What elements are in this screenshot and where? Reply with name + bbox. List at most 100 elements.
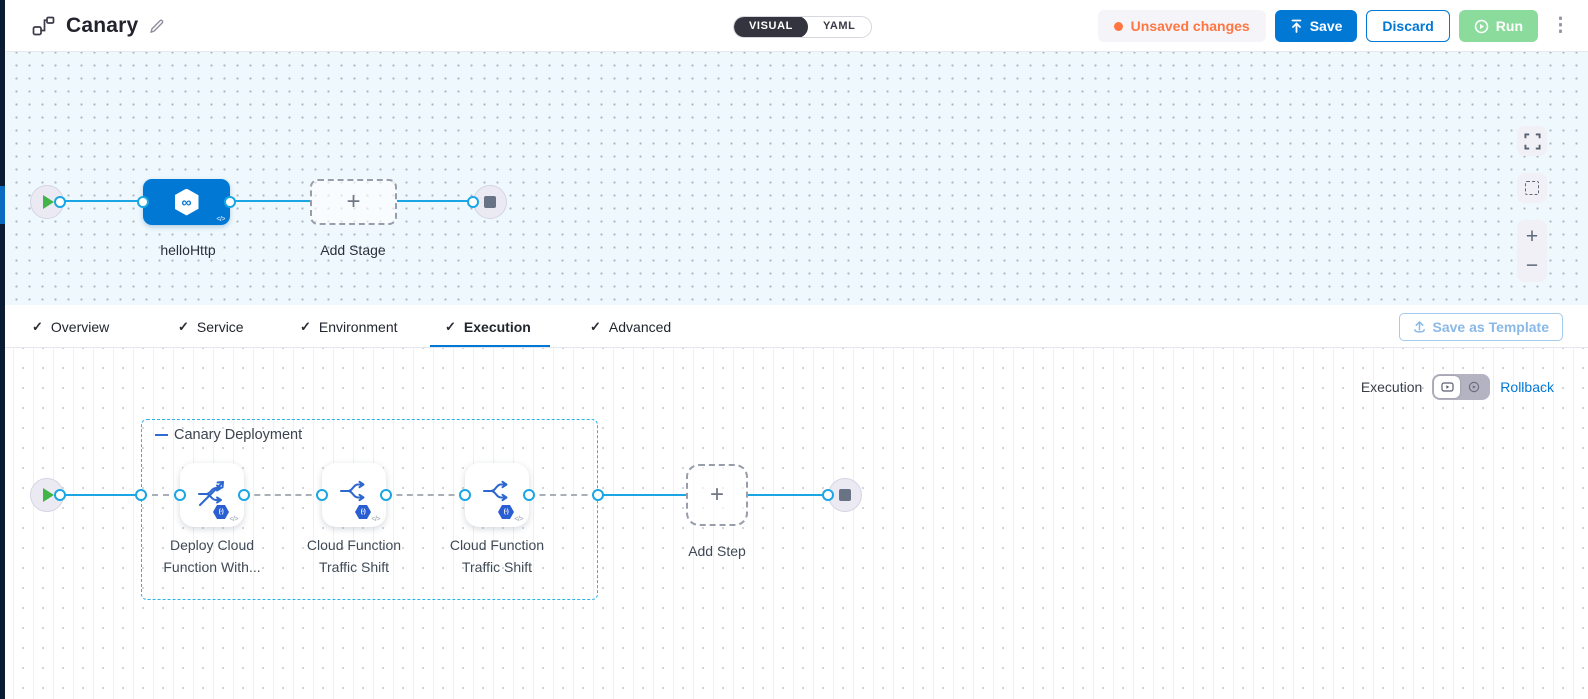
fullscreen-icon <box>1523 132 1541 150</box>
collapse-dash-icon <box>155 433 168 437</box>
flow-line <box>397 200 473 202</box>
stage-type-icon: ∞ <box>174 188 199 216</box>
code-icon: </> <box>514 516 523 523</box>
code-icon: </> <box>216 216 225 223</box>
check-icon: ✓ <box>300 318 311 334</box>
check-icon: ✓ <box>32 318 43 334</box>
stage-node-hellohttp[interactable]: ∞ </> <box>143 179 230 225</box>
check-icon: ✓ <box>590 318 601 334</box>
step-group-header[interactable]: Canary Deployment <box>155 427 302 443</box>
tab-execution[interactable]: ✓ Execution <box>445 305 531 348</box>
step-group-canary-deployment[interactable] <box>141 419 598 600</box>
plus-icon: + <box>709 481 724 508</box>
tab-label: Service <box>196 318 244 335</box>
tab-label: Environment <box>318 318 398 335</box>
stage-graph-canvas[interactable]: ∞ </> + helloHttp Add Stage + − <box>5 52 1588 305</box>
dashed-flow-line <box>386 494 465 496</box>
zoom-out-button[interactable]: − <box>1525 254 1539 277</box>
visual-yaml-toggle: VISUAL YAML <box>733 16 872 38</box>
add-stage-button[interactable]: + <box>310 179 397 225</box>
template-upload-icon <box>1413 320 1425 333</box>
run-button[interactable]: Run <box>1458 10 1538 42</box>
step-name-label: Cloud Function Traffic Shift <box>449 537 545 575</box>
run-label: Run <box>1495 18 1523 34</box>
edit-pencil-icon[interactable] <box>149 18 165 34</box>
step-traffic-shift-1[interactable]: (-) </> <box>322 463 386 527</box>
plus-icon: + <box>346 188 361 215</box>
start-play-icon <box>43 195 54 209</box>
start-play-icon <box>43 488 54 502</box>
connector-port <box>523 489 535 501</box>
save-button[interactable]: Save <box>1274 10 1358 42</box>
unsaved-dot-icon <box>1113 21 1123 31</box>
connector-port <box>316 489 328 501</box>
execution-graph-canvas[interactable]: Execution Rollback <box>5 348 1588 699</box>
connector-port <box>459 489 471 501</box>
left-nav-active-indicator <box>0 186 5 224</box>
connector-port <box>174 489 186 501</box>
traffic-shift-icon <box>340 480 365 502</box>
execution-view-toolbar: Execution Rollback <box>1361 372 1554 402</box>
step-name-label: Deploy Cloud Function With... <box>163 537 261 575</box>
check-icon: ✓ <box>178 318 189 334</box>
code-icon: </> <box>371 516 380 523</box>
execution-view-label: Execution <box>1360 379 1423 395</box>
left-nav-strip <box>0 0 5 699</box>
discard-button[interactable]: Discard <box>1366 10 1450 42</box>
save-as-template-button[interactable]: Save as Template <box>1398 313 1563 341</box>
flow-line <box>60 200 143 202</box>
marquee-icon <box>1525 181 1539 195</box>
connector-port <box>380 489 392 501</box>
stage-name-label: helloHttp <box>160 242 216 258</box>
rollback-view-button[interactable] <box>1461 376 1487 398</box>
cloud-function-badge-icon: (-) <box>355 505 371 519</box>
step-traffic-shift-2[interactable]: (-) </> <box>465 463 529 527</box>
flow-line <box>598 494 686 496</box>
active-tab-underline <box>430 345 550 347</box>
header-actions: Unsaved changes Save Discard <box>1097 10 1574 42</box>
fullscreen-button[interactable] <box>1517 126 1547 156</box>
unsaved-changes-label: Unsaved changes <box>1130 18 1250 34</box>
tab-advanced[interactable]: ✓ Advanced <box>590 305 671 348</box>
cloud-function-badge-icon: (-) <box>498 505 514 519</box>
header: Canary VISUAL YAML Unsaved changes <box>5 0 1588 52</box>
connector-port <box>137 196 149 208</box>
connector-port <box>238 489 250 501</box>
connector-port <box>54 196 66 208</box>
unsaved-changes-badge: Unsaved changes <box>1097 10 1266 42</box>
connector-port <box>54 489 66 501</box>
discard-label: Discard <box>1382 18 1434 34</box>
stage-config-tabs: ✓ Overview ✓ Service ✓ Environment ✓ Exe… <box>5 305 1588 348</box>
dashed-flow-line <box>141 494 180 496</box>
step-deploy-cloud-function[interactable]: (-) </> <box>180 463 244 527</box>
connector-port <box>592 489 604 501</box>
add-step-label: Add Step <box>688 543 746 559</box>
connector-port <box>224 196 236 208</box>
save-as-template-label: Save as Template <box>1432 319 1549 335</box>
connector-port <box>135 489 147 501</box>
execution-view-button[interactable] <box>1434 376 1461 398</box>
marquee-select-button[interactable] <box>1517 173 1547 203</box>
rollback-link[interactable]: Rollback <box>1500 379 1554 395</box>
step-group-label: Canary Deployment <box>174 427 303 443</box>
toggle-yaml[interactable]: YAML <box>822 20 856 32</box>
tab-service[interactable]: ✓ Service <box>178 305 244 348</box>
flow-line <box>60 494 135 496</box>
flow-line <box>230 200 310 202</box>
tab-overview[interactable]: ✓ Overview <box>32 305 109 348</box>
pipeline-title: Canary <box>66 14 139 37</box>
kebab-menu-icon[interactable]: ⋮ <box>1551 15 1570 36</box>
tab-label: Execution <box>463 318 531 335</box>
toggle-visual[interactable]: VISUAL <box>734 17 808 37</box>
add-step-button[interactable]: + <box>686 464 748 526</box>
tab-label: Advanced <box>608 318 672 335</box>
stop-square-icon <box>839 489 851 501</box>
zoom-controls: + − <box>1517 220 1547 282</box>
check-icon: ✓ <box>445 318 456 334</box>
zoom-in-button[interactable]: + <box>1525 225 1539 248</box>
flow-line <box>748 494 822 496</box>
tab-environment[interactable]: ✓ Environment <box>300 305 398 348</box>
execution-steps-icon <box>1441 382 1454 392</box>
add-stage-label: Add Stage <box>320 242 386 258</box>
